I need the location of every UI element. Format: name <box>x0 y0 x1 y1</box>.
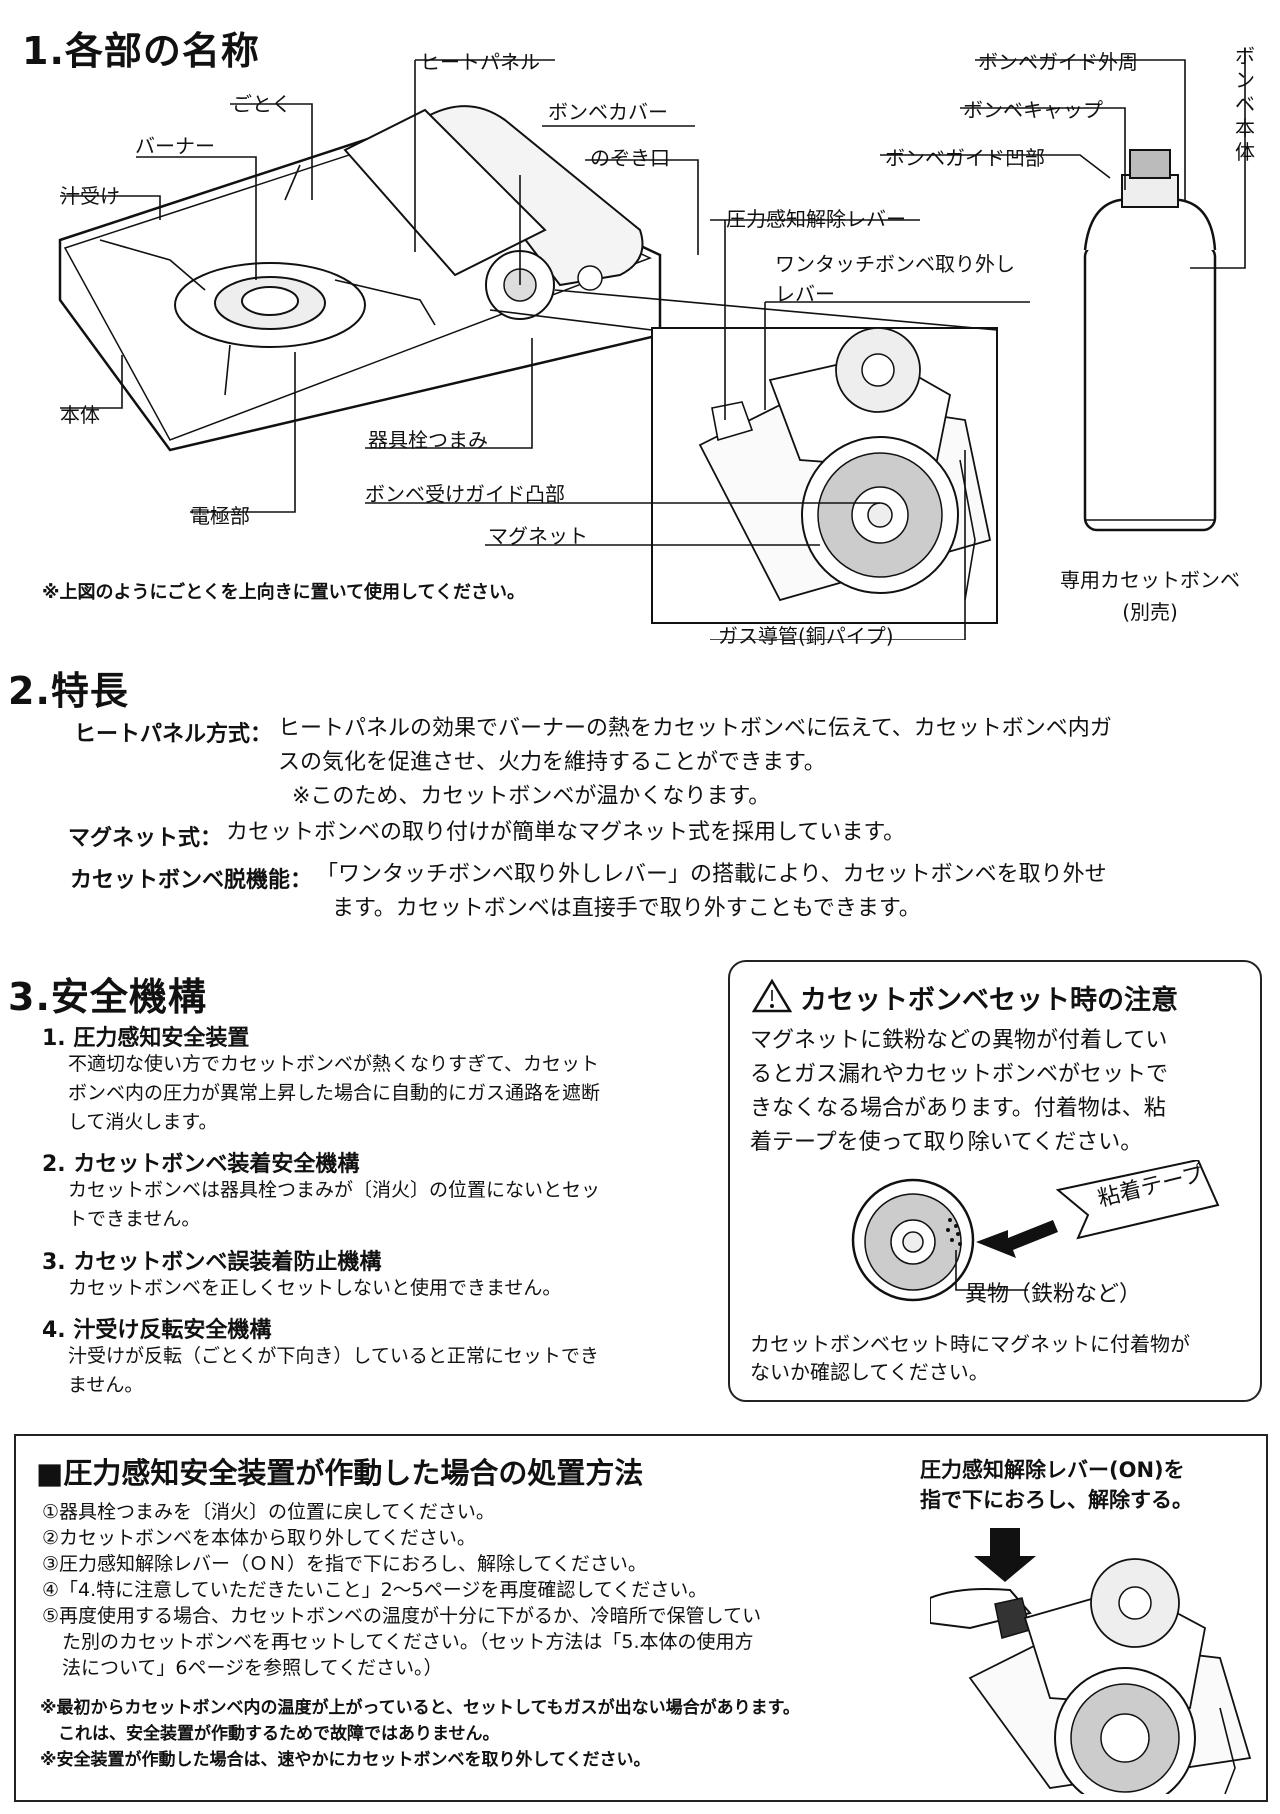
label-gotoku: ごとく <box>232 92 292 116</box>
caution-line-2: るとガス漏れやカセットボンベがセットで <box>750 1062 1169 1087</box>
parts-note: ※上図のようにごとくを上向きに置いて使用してください。 <box>42 582 525 603</box>
feature-desc-heat-panel-2: スの気化を促進させ、火力を維持することができます。 <box>278 750 826 775</box>
feature-desc-heat-panel-1: ヒートパネルの効果でバーナーの熱をカセットボンベに伝えて、カセットボンベ内ガ <box>278 716 1112 741</box>
feature-desc-removal-1: 「ワンタッチボンベ取り外しレバー」の搭載により、カセットボンベを取り外せ <box>316 862 1107 887</box>
label-valve-knob: 器具栓つまみ <box>368 428 488 452</box>
section-title-safety: 3.安全機構 <box>8 975 207 1019</box>
magnet-detail-inset <box>489 289 998 624</box>
procedure-step-2: ②カセットボンベを本体から取り外してください。 <box>42 1527 476 1549</box>
cassette-cylinder-illustration <box>1083 149 1217 532</box>
caution-line-4: 着テープを使って取り除いてください。 <box>750 1130 1143 1155</box>
procedure-step-3: ③圧力感知解除レバー（ＯＮ）を指で下におろし、解除してください。 <box>42 1553 647 1575</box>
label-cylinder-cover: ボンベカバー <box>548 100 668 124</box>
procedure-note-1: ※最初からカセットボンベ内の温度が上がっていると、セットしてもガスが出ない場合が… <box>40 1698 800 1718</box>
label-pressure-release-lever: 圧力感知解除レバー <box>726 207 906 231</box>
label-guide-concave: ボンベガイド凹部 <box>885 146 1045 170</box>
safety-item-1-line-1: 不適切な使い方でカセットボンベが熱くなりすぎて、カセット <box>68 1053 600 1075</box>
safety-item-1-line-2: ボンベ内の圧力が異常上昇した場合に自動的にガス通路を遮断 <box>68 1082 601 1104</box>
safety-item-2-line-2: トできません。 <box>68 1208 201 1230</box>
procedure-box <box>14 1434 1268 1802</box>
section-title-parts: 1.各部の名称 <box>22 29 260 73</box>
label-cylinder-cap: ボンベキャップ <box>963 98 1103 122</box>
section-title-features: 2.特長 <box>8 669 129 713</box>
label-guide-convex: ボンベ受けガイド凸部 <box>365 482 565 506</box>
procedure-title: ■圧力感知安全装置が作動した場合の処置方法 <box>36 1456 644 1490</box>
label-burner: バーナー <box>135 134 215 158</box>
safety-item-1-title: 1. 圧力感知安全装置 <box>42 1026 250 1051</box>
caution-title: カセットボンベセット時の注意 <box>800 985 1178 1016</box>
down-arrow-icon <box>974 1528 1036 1582</box>
caution-footer-2: ないか確認してください。 <box>750 1360 989 1384</box>
feature-term-removal: カセットボンベ脱機能： <box>69 868 312 893</box>
procedure-step-5-line-1: ⑤再度使用する場合、カセットボンベの温度が十分に下がるか、冷暗所で保管してい <box>42 1605 762 1627</box>
label-peephole: のぞき口 <box>590 146 670 170</box>
procedure-illus-caption-1: 圧力感知解除レバー(ON)を <box>920 1458 1185 1482</box>
procedure-step-1: ①器具栓つまみを〔消火〕の位置に戻してください。 <box>42 1501 495 1523</box>
feature-desc-removal-2: ます。カセットボンベは直接手で取り外すこともできます。 <box>332 896 921 921</box>
label-heat-panel: ヒートパネル <box>420 50 540 74</box>
label-cassette-1: 専用カセットボンベ <box>1060 568 1240 592</box>
caution-foreign-label: 異物（鉄粉など） <box>965 1282 1142 1307</box>
caution-footer-1: カセットボンベセット時にマグネットに付着物が <box>750 1332 1190 1356</box>
safety-item-2-title: 2. カセットボンベ装着安全機構 <box>42 1152 360 1177</box>
procedure-step-4: ④「4.特に注意していただきたいこと」2～5ページを再度確認してください。 <box>42 1579 708 1601</box>
label-onetouch-lever-2: レバー <box>775 282 835 306</box>
safety-item-3-line-1: カセットボンベを正しくセットしないと使用できません。 <box>68 1277 562 1299</box>
caution-illustration <box>851 1160 1220 1302</box>
label-drip-tray: 汁受け <box>60 184 120 208</box>
parts-diagram <box>58 48 1246 640</box>
label-cylinder-body: ボンベ本体 <box>1235 44 1255 164</box>
procedure-illustration <box>930 1528 1252 1794</box>
label-onetouch-lever-1: ワンタッチボンベ取り外し <box>775 252 1015 276</box>
label-electrode: 電極部 <box>190 504 250 528</box>
safety-item-4-title: 4. 汁受け反転安全機構 <box>42 1318 272 1343</box>
procedure-note-2: これは、安全装置が作動するためで故障ではありません。 <box>58 1724 500 1744</box>
feature-term-magnet: マグネット式： <box>67 826 222 851</box>
label-guide-outer: ボンベガイド外周 <box>978 50 1138 74</box>
safety-item-2-line-1: カセットボンベは器具栓つまみが〔消火〕の位置にないとセッ <box>68 1179 601 1201</box>
label-gas-pipe: ガス導管(銅パイプ) <box>718 624 894 648</box>
label-body: 本体 <box>60 403 100 427</box>
label-magnet: マグネット <box>488 524 588 548</box>
feature-desc-magnet: カセットボンベの取り付けが簡単なマグネット式を採用しています。 <box>226 820 906 845</box>
caution-box <box>728 960 1262 1402</box>
feature-desc-heat-panel-3: ※このため、カセットボンベが温かくなります。 <box>292 784 771 809</box>
procedure-note-3: ※安全装置が作動した場合は、速やかにカセットボンベを取り外してください。 <box>40 1750 651 1770</box>
warning-icon <box>752 978 792 1013</box>
caution-line-1: マグネットに鉄粉などの異物が付着してい <box>750 1028 1168 1053</box>
safety-item-3-title: 3. カセットボンベ誤装着防止機構 <box>42 1250 382 1275</box>
procedure-step-5-line-2: た別のカセットボンベを再セットしてください。（セット方法は「5.本体の使用方 <box>62 1631 754 1653</box>
safety-item-4-line-2: ません。 <box>68 1374 144 1396</box>
procedure-step-5-line-3: 法について」6ページを参照してください。） <box>62 1657 443 1679</box>
feature-term-heat-panel: ヒートパネル方式： <box>73 722 272 747</box>
caution-line-3: きなくなる場合があります。付着物は、粘 <box>750 1096 1166 1121</box>
safety-item-4-line-1: 汁受けが反転（ごとくが下向き）していると正常にセットでき <box>68 1345 599 1367</box>
label-cassette-2: (別売) <box>1122 600 1178 624</box>
procedure-illus-caption-2: 指で下におろし、解除する。 <box>920 1488 1193 1512</box>
safety-item-1-line-3: して消火します。 <box>68 1111 218 1133</box>
